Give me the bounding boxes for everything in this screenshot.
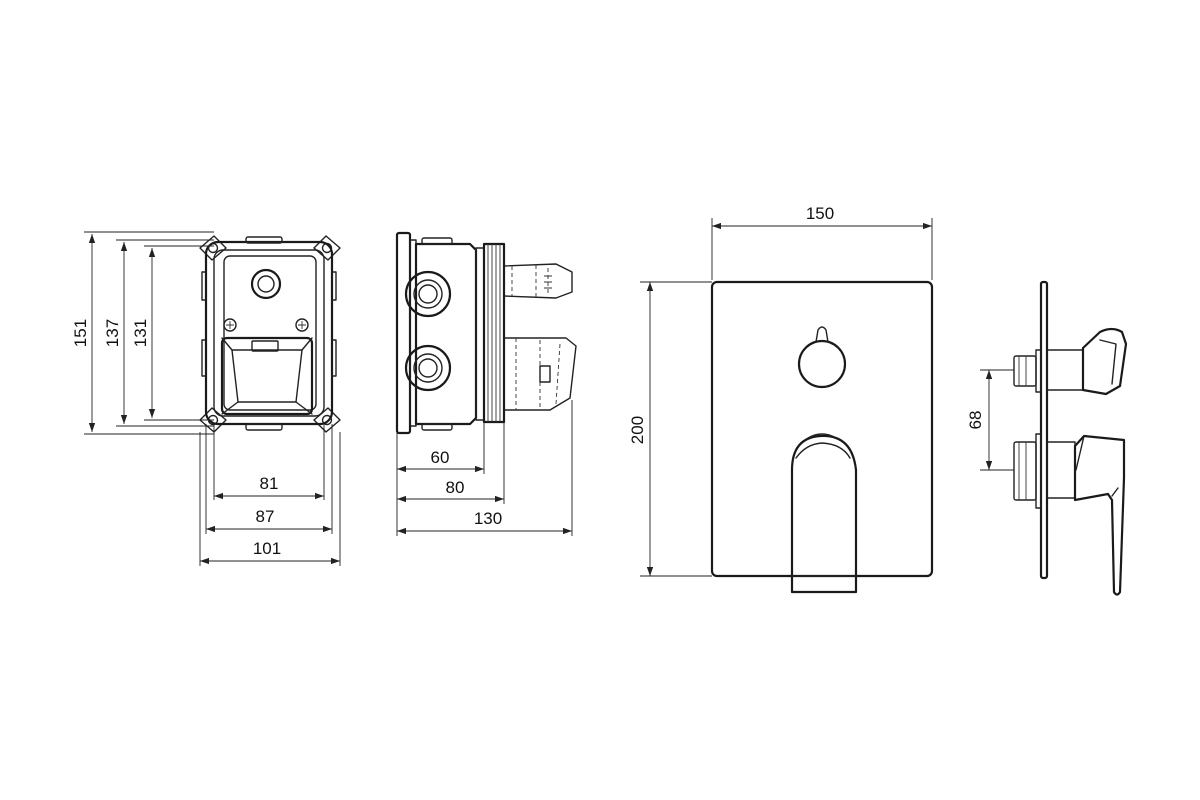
plate-width-label: 150 <box>806 204 834 223</box>
cover-plate-outline <box>710 280 934 594</box>
plate-height-label: 200 <box>628 416 647 444</box>
diverter-knob <box>797 339 847 389</box>
depth-outer-label: 130 <box>474 509 502 528</box>
width-mid-label: 87 <box>256 507 275 526</box>
box-side-outline <box>395 231 577 435</box>
width-inner-label: 81 <box>260 474 279 493</box>
box-front-outline <box>199 235 341 433</box>
height-mid-label: 137 <box>103 319 122 347</box>
lever-handle <box>790 434 858 594</box>
width-outer-label: 101 <box>253 539 281 558</box>
box-front-dimensions: 151 137 131 81 87 101 <box>71 231 341 566</box>
cover-plate-side-view: 68 <box>966 280 1128 596</box>
mounting-box-side-view: 60 80 130 <box>395 231 577 536</box>
mounting-box-front-view: 151 137 131 81 87 101 <box>71 231 341 566</box>
height-inner-label: 131 <box>131 319 150 347</box>
cover-plate-dimensions: 150 200 <box>628 204 933 577</box>
cover-plate-front-view: 150 200 <box>628 204 934 594</box>
height-outer-label: 151 <box>71 319 90 347</box>
depth-inner-label: 60 <box>431 448 450 467</box>
depth-mid-label: 80 <box>446 478 465 497</box>
cover-side-dimensions: 68 <box>966 369 1014 471</box>
box-side-dimensions: 60 80 130 <box>396 400 573 536</box>
spacing-label: 68 <box>966 411 985 430</box>
cover-side-outline <box>1013 280 1128 596</box>
